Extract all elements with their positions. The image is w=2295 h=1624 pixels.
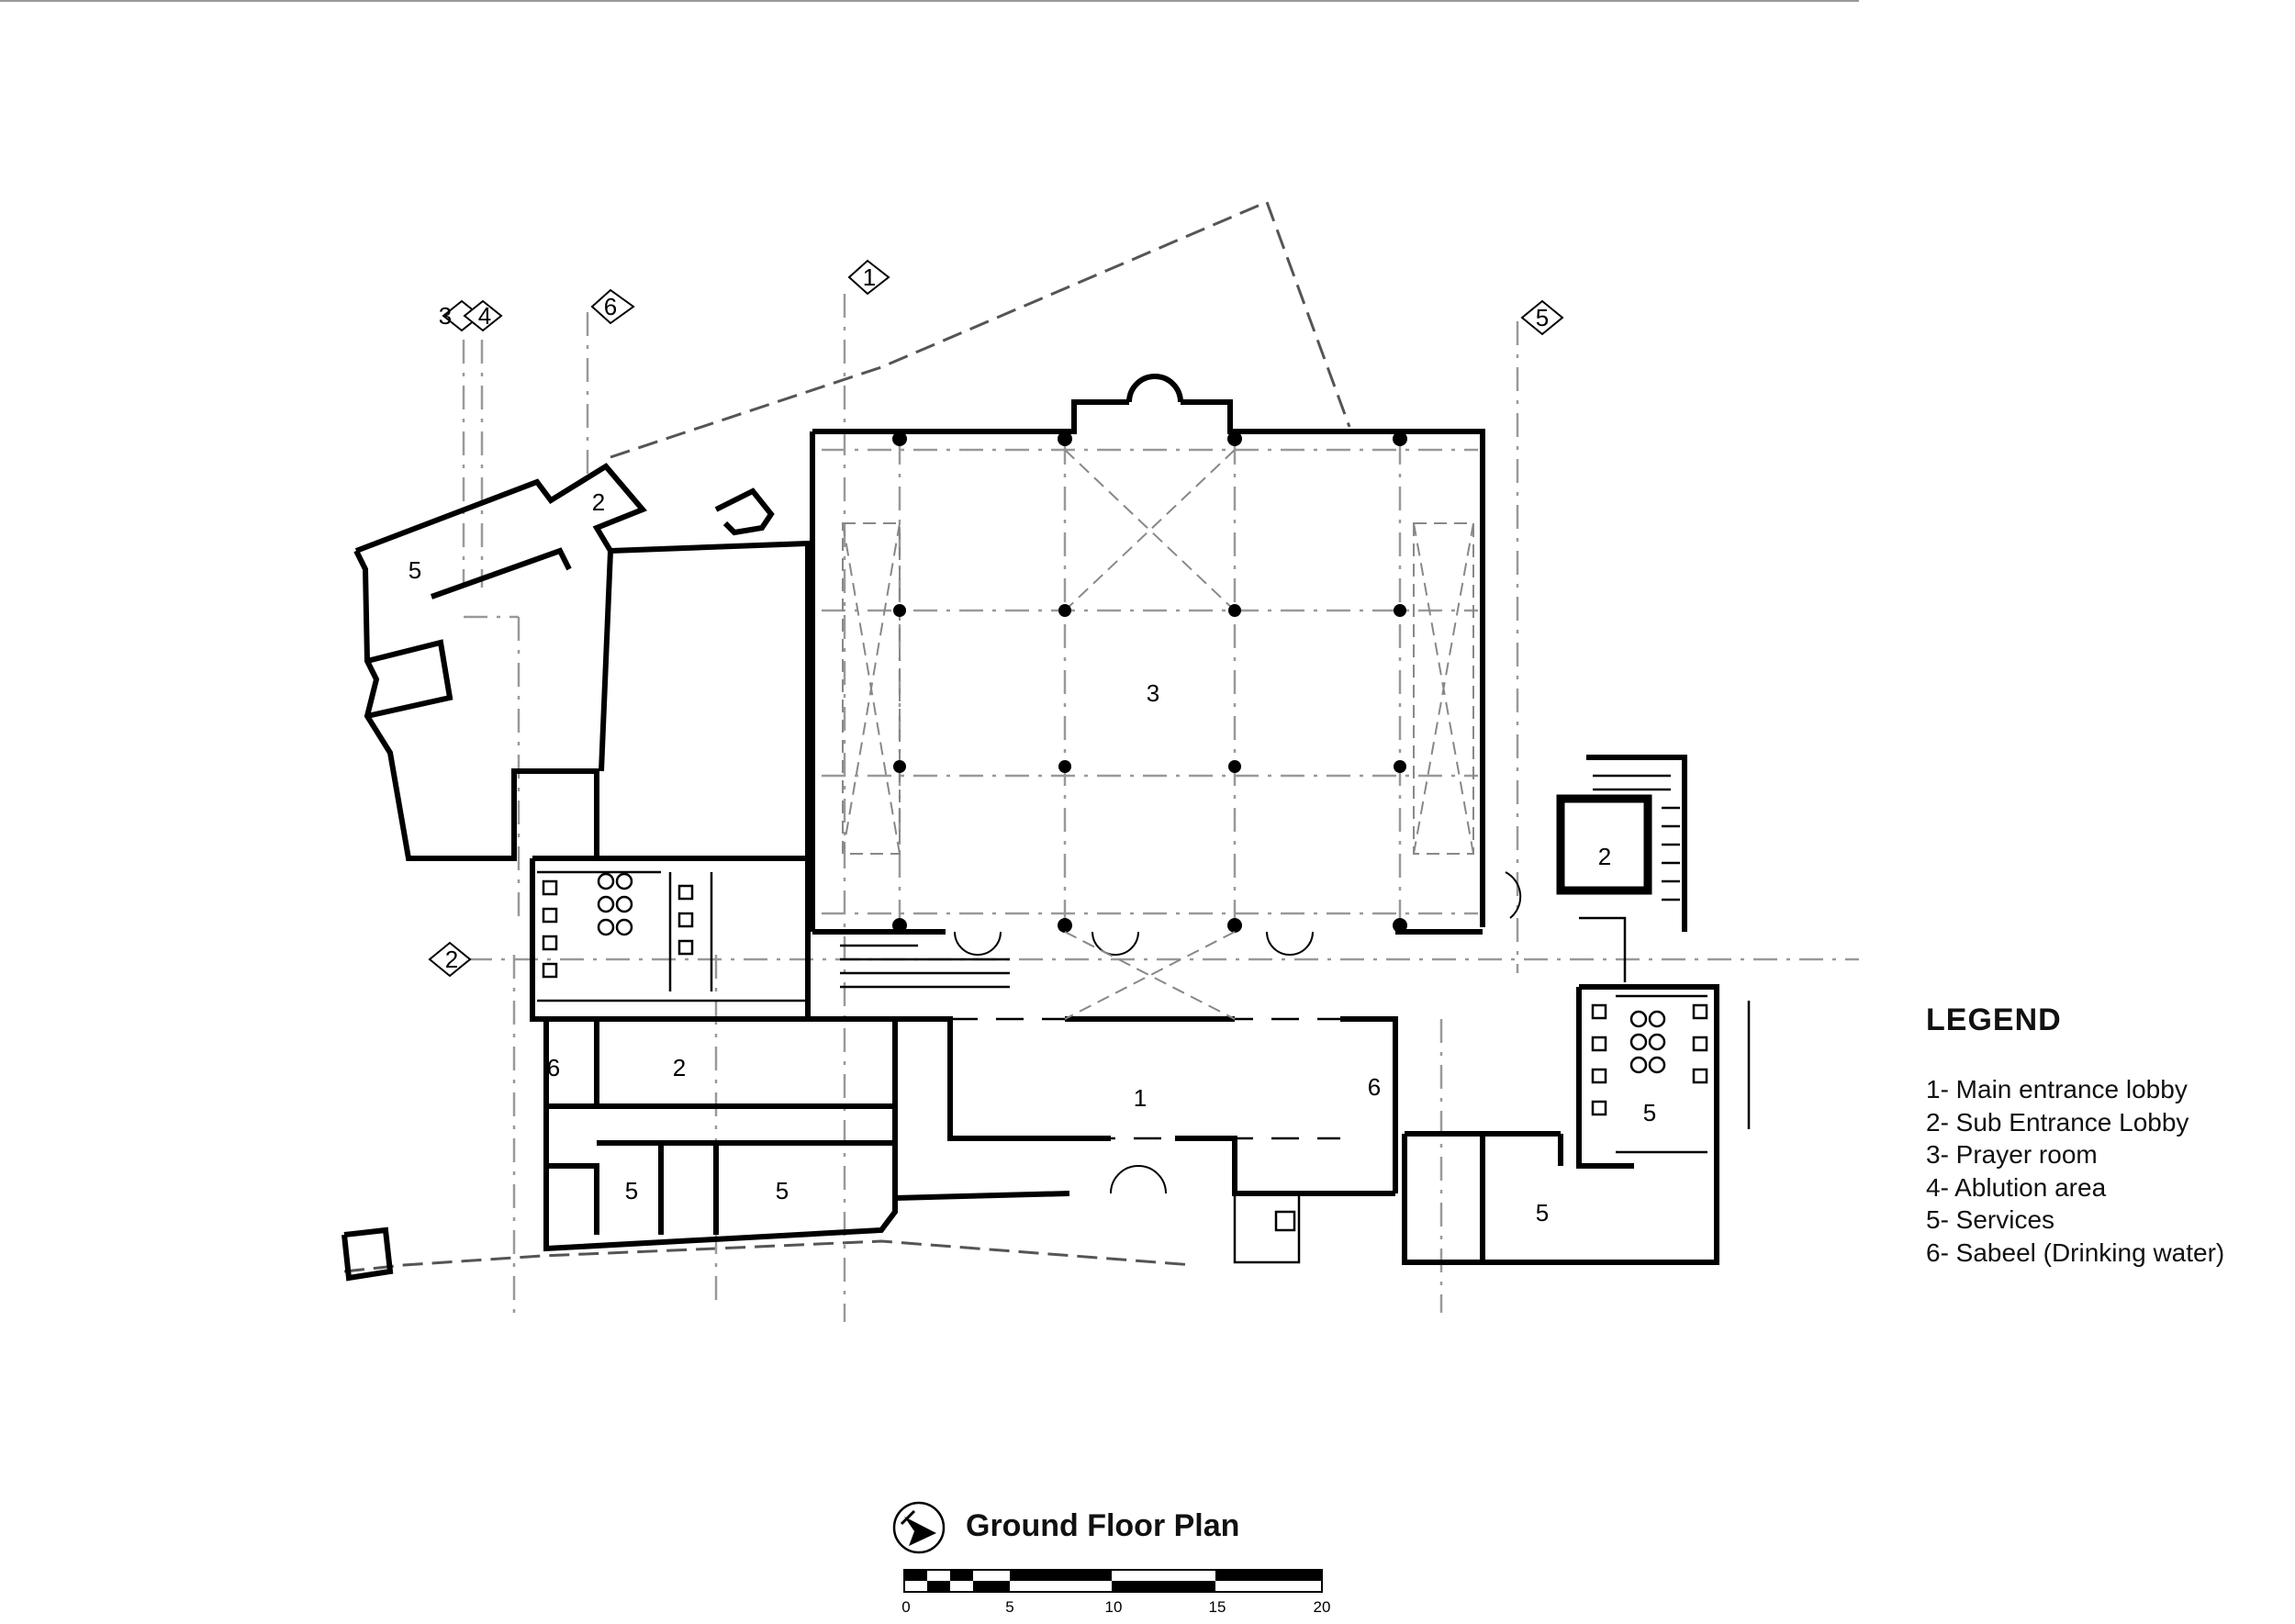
scale-label-20: 20: [1314, 1598, 1331, 1616]
main-lobby-walls: [894, 931, 1398, 1264]
svg-text:3: 3: [439, 302, 452, 330]
room-label-sub-lobby-east: 2: [1598, 843, 1611, 870]
site-boundary: [610, 199, 1351, 459]
site-boundary-south: [343, 1239, 1194, 1273]
west-wing-walls: [341, 856, 898, 1282]
section-marker-2: 2: [428, 941, 472, 978]
room-label-services-w1: 5: [625, 1177, 638, 1204]
scale-label-0: 0: [901, 1598, 910, 1616]
legend-item-services: 5- Services: [1926, 1205, 2055, 1234]
legend-item-sabeel: 6- Sabeel (Drinking water): [1926, 1238, 2225, 1267]
svg-text:2: 2: [445, 946, 458, 973]
room-label-sabeel-west: 6: [547, 1054, 560, 1081]
prayer-hall-grid: [822, 441, 1478, 923]
scale-label-10: 10: [1105, 1598, 1123, 1616]
north-arrow-icon: [892, 1501, 946, 1554]
scale-bar: 0 5 10 15 20: [901, 1569, 1331, 1616]
east-wing-walls: [1402, 984, 1751, 1265]
plan-title: Ground Floor Plan: [966, 1508, 1240, 1543]
legend-item-main-entrance-lobby: 1- Main entrance lobby: [1926, 1075, 2188, 1103]
structural-columns: [892, 431, 1407, 933]
scale-label-5: 5: [1005, 1598, 1013, 1616]
prayer-hall-walls: [810, 374, 1485, 935]
legend-item-sub-entrance-lobby: 2- Sub Entrance Lobby: [1926, 1107, 2189, 1137]
room-label-main-lobby: 1: [1134, 1084, 1147, 1112]
section-marker-6: 6: [590, 288, 635, 325]
svg-text:1: 1: [863, 263, 876, 291]
legend-item-ablution-area: 4- Ablution area: [1926, 1172, 2107, 1202]
section-marker-4: 4: [463, 299, 503, 332]
prayer-hall-doors: [954, 871, 1522, 956]
room-label-services-e2: 5: [1643, 1099, 1656, 1126]
room-label-sub-lobby-north: 2: [592, 488, 605, 516]
legend: LEGEND 1- Main entrance lobby 2- Sub Ent…: [1926, 1002, 2275, 1269]
scale-label-15: 15: [1209, 1598, 1226, 1616]
room-label-services-nw: 5: [409, 556, 421, 584]
svg-text:4: 4: [478, 302, 491, 330]
entrance-steps: [840, 944, 1010, 989]
svg-text:6: 6: [604, 293, 617, 320]
legend-title: LEGEND: [1926, 1002, 2062, 1037]
east-stair-lobby: [1556, 755, 1687, 982]
legend-item-prayer-room: 3- Prayer room: [1926, 1140, 2098, 1169]
ablution-fixtures: [542, 872, 694, 979]
room-label-sub-lobby-west: 2: [673, 1054, 686, 1081]
section-marker-1: 1: [847, 259, 890, 296]
svg-text:5: 5: [1536, 304, 1549, 331]
section-lines: [462, 294, 1859, 1322]
room-label-services-e1: 5: [1536, 1199, 1549, 1226]
room-label-sabeel-main: 6: [1368, 1073, 1381, 1101]
section-marker-5: 5: [1520, 299, 1564, 336]
room-label-services-w2: 5: [776, 1177, 789, 1204]
room-label-prayer-room: 3: [1147, 679, 1159, 707]
northwest-wing-walls: [353, 463, 811, 1019]
